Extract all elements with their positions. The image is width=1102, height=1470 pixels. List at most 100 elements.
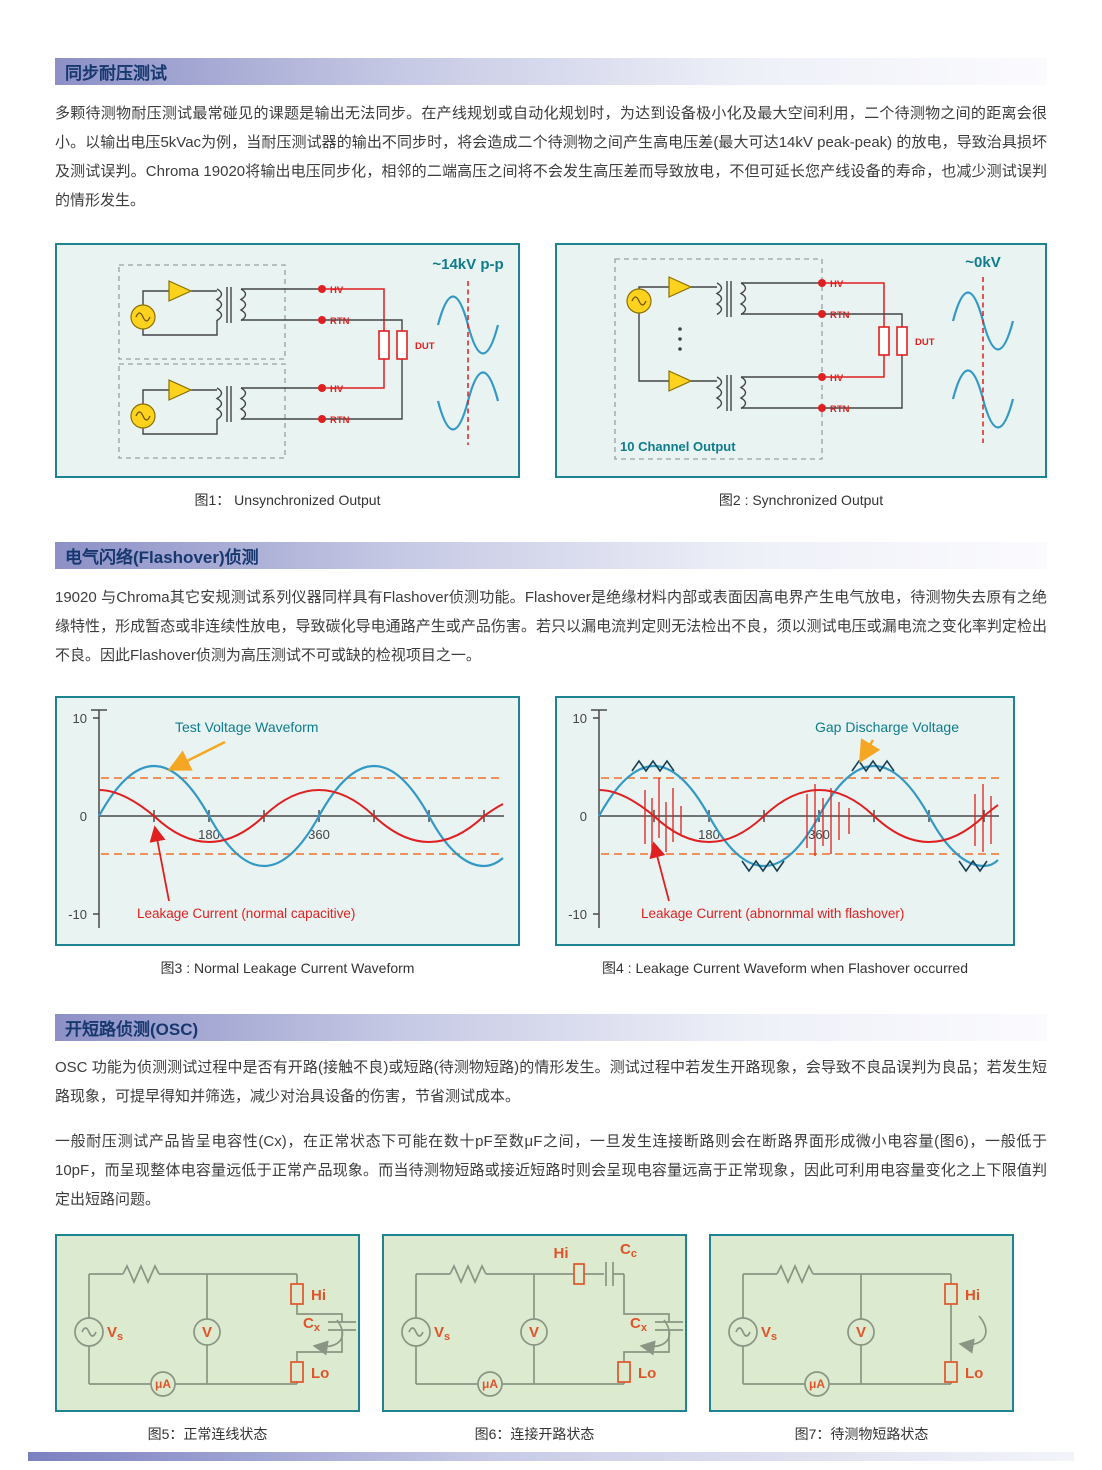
fig3-normal-leakage-waveform: 10 0 -10 180 360 Test Voltage Waveform L… <box>68 709 504 928</box>
paragraph-sync: 多颗待测物耐压测试最常碰见的课题是输出无法同步。在产线规划或自动化规划时，为达到… <box>55 105 1047 209</box>
leakage-current-label: Leakage Current (abnornmal with flashove… <box>641 906 904 921</box>
lo-terminal <box>944 1361 958 1383</box>
hv-wires <box>322 288 385 389</box>
y-tick-neg10: -10 <box>568 907 587 922</box>
voltmeter-icon <box>520 1318 548 1346</box>
multichannel-box <box>614 258 823 460</box>
x-tick-180: 180 <box>698 827 720 842</box>
fig7-short-circuit-diagram: Vs V μA Hi Lo <box>728 1263 987 1397</box>
circuit-wires <box>742 1263 952 1385</box>
circuit-wires <box>88 1263 356 1385</box>
current-pointer-arrow <box>149 825 170 902</box>
rtn-label: RTN <box>830 404 850 415</box>
fig4-flashover-leakage-waveform: 10 0 -10 180 360 <box>568 709 999 928</box>
transformer-primary <box>215 387 223 421</box>
hv-wires <box>822 282 885 378</box>
ua-label: μA <box>482 1377 498 1391</box>
hv-label: HV <box>330 285 344 296</box>
amplifier1-icon <box>668 276 693 298</box>
fig3-box: 10 0 -10 180 360 Test Voltage Waveform L… <box>55 696 520 946</box>
paragraph-osc-2: 一般耐压测试产品皆呈电容性(Cx)，在正常状态下可能在数十pF至数μF之间，一旦… <box>55 1133 1047 1208</box>
channel1-transformer <box>691 281 819 317</box>
y-tick-0: 0 <box>80 809 87 824</box>
dut: DUT <box>878 326 935 356</box>
current-loop-arrow <box>958 1315 987 1354</box>
hi-terminal <box>944 1283 958 1305</box>
fig2-caption: 图2 : Synchronized Output <box>718 492 884 508</box>
resistor-icon <box>122 1263 160 1285</box>
cx-label: Cx <box>303 1315 321 1334</box>
channel2-box <box>118 363 286 459</box>
ammeter-icon <box>804 1371 830 1397</box>
voltage-difference-label: ~0kV <box>965 254 1000 271</box>
hv-rtn-terminals: HV RTN HV RTN <box>318 285 350 426</box>
rtn-label: RTN <box>330 415 350 426</box>
footer-gradient-bar <box>28 1452 1074 1461</box>
section-header-flashover: 电气闪络(Flashover)侦测 <box>55 542 1047 569</box>
figure-4: 10 0 -10 180 360 <box>555 696 1015 978</box>
voltmeter-icon <box>847 1318 875 1346</box>
section-header-sync: 同步耐压测试 <box>55 58 1047 85</box>
hv-label: HV <box>830 279 844 290</box>
fig1-box: HV RTN HV RTN DUT ~14k <box>55 243 520 478</box>
fig7-caption: 图7：待测物短路状态 <box>794 1426 929 1442</box>
cx-label: Cx <box>630 1315 648 1334</box>
hi-label: Hi <box>554 1245 569 1262</box>
fig5-box: Vs V μA Hi Lo Cx <box>55 1234 360 1412</box>
lo-label: Lo <box>965 1365 983 1382</box>
cc-capacitor-break <box>486 1262 624 1286</box>
y-tick-10: 10 <box>73 711 87 726</box>
hi-label: Hi <box>965 1287 980 1304</box>
resistor-icon <box>776 1263 814 1285</box>
fig4-box: 10 0 -10 180 360 <box>555 696 1015 946</box>
channel2-transformer <box>691 375 819 411</box>
section-header-osc: 开短路侦测(OSC) <box>55 1014 1047 1041</box>
shared-source-circuit <box>626 276 693 392</box>
y-tick-neg10: -10 <box>68 907 87 922</box>
figure-7: Vs V μA Hi Lo 图7：待测物短路状态 <box>709 1234 1014 1444</box>
vs-label: Vs <box>434 1324 450 1343</box>
hi-label: Hi <box>311 1287 326 1304</box>
figure-3: 10 0 -10 180 360 Test Voltage Waveform L… <box>55 696 520 978</box>
voltmeter-icon <box>193 1318 221 1346</box>
fig7-box: Vs V μA Hi Lo <box>709 1234 1014 1412</box>
hv-label: HV <box>830 373 844 384</box>
figure-6: Vs V μA Hi Cc Lo Cx 图6：连接开路状态 <box>382 1234 687 1444</box>
y-tick-10: 10 <box>573 711 587 726</box>
channel-output-label: 10 Channel Output <box>620 439 736 454</box>
cc-label: Cc <box>620 1241 637 1260</box>
amplifier-icon <box>168 379 193 401</box>
rtn-wires <box>822 313 903 409</box>
transformer-secondary <box>239 288 247 322</box>
current-loop-arrow <box>312 1319 344 1356</box>
fig3-caption: 图3 : Normal Leakage Current Waveform <box>160 960 415 976</box>
lo-label: Lo <box>311 1365 329 1382</box>
x-tick-360: 360 <box>808 827 830 842</box>
fig2-box: HV RTN HV RTN DUT 10 Channel Output <box>555 243 1047 478</box>
fig4-caption: 图4 : Leakage Current Waveform when Flash… <box>602 960 968 976</box>
fig5-caption: 图5：正常连线状态 <box>147 1426 268 1442</box>
source-meter-icon <box>74 1317 104 1347</box>
ua-label: μA <box>155 1377 171 1391</box>
hv-label: HV <box>330 384 344 395</box>
lo-label: Lo <box>638 1365 656 1382</box>
rtn-wires <box>322 319 403 420</box>
channel2-circuit <box>130 379 319 435</box>
ua-label: μA <box>809 1377 825 1391</box>
voltage-pointer-arrow <box>167 740 226 771</box>
fig2-synchronized-diagram: HV RTN HV RTN DUT 10 Channel Output <box>614 254 1015 460</box>
fig1-unsynchronized-diagram: HV RTN HV RTN DUT ~14k <box>118 256 504 459</box>
figure-row-1: HV RTN HV RTN DUT ~14k <box>55 243 1047 510</box>
fig6-open-circuit-diagram: Vs V μA Hi Cc Lo Cx <box>401 1241 683 1397</box>
x-tick-360: 360 <box>308 827 330 842</box>
vs-label: Vs <box>107 1324 123 1343</box>
ammeter-icon <box>477 1371 503 1397</box>
v-label: V <box>202 1324 212 1341</box>
source-meter-icon <box>728 1317 758 1347</box>
fig6-caption: 图6：连接开路状态 <box>474 1426 595 1442</box>
section-title-osc: 开短路侦测(OSC) <box>65 1020 199 1039</box>
fig1-caption: 图1： Unsynchronized Output <box>194 492 381 508</box>
ammeter-icon <box>150 1371 176 1397</box>
page-content: 同步耐压测试 多颗待测物耐压测试最常碰见的课题是输出无法同步。在产线规划或自动化… <box>0 58 1102 1444</box>
figure-row-3: Vs V μA Hi Lo Cx 图5：正常连线状态 <box>55 1234 1047 1444</box>
